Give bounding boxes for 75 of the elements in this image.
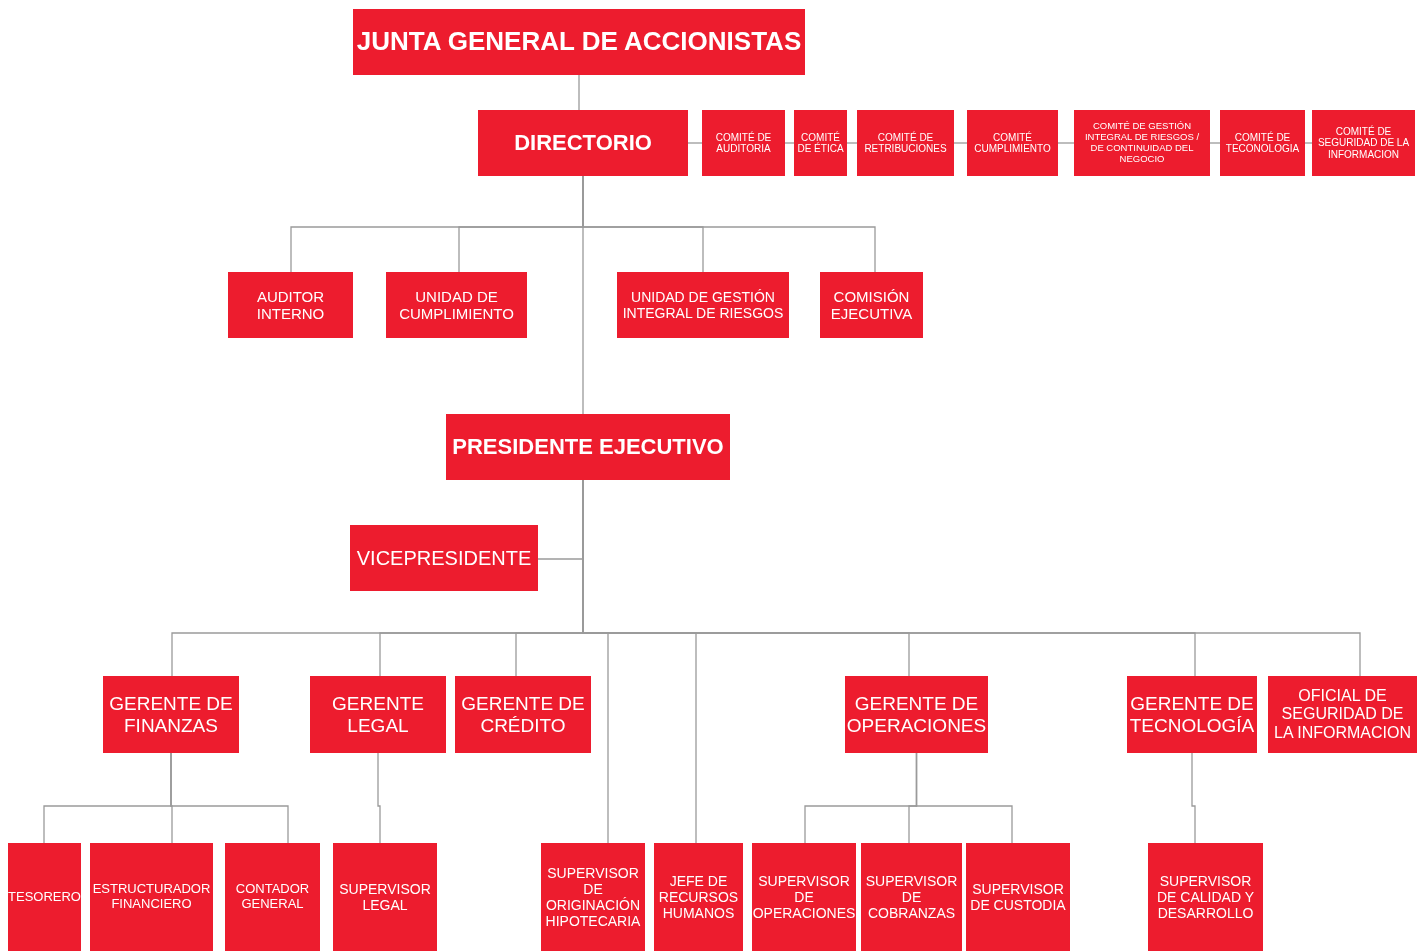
position-title: COMITÉ DE RETRIBUCIONES [863, 131, 948, 155]
org-box [541, 843, 645, 951]
connector-line [784, 142, 795, 144]
position-title: COMITÉ DE SEGURIDAD DE LA INFORMACION [1316, 125, 1411, 161]
position-title: ESTRUCTURADOR FINANCIERO [92, 882, 211, 912]
connector-line [377, 752, 381, 844]
position-title: SUPERVISOR DE OPERACIONES [752, 872, 856, 922]
org-box [228, 272, 353, 338]
connector-line [1304, 142, 1313, 144]
position-title: JUNTA GENERAL DE ACCIONISTAS [356, 27, 802, 57]
org-box [103, 676, 239, 753]
org-box [966, 843, 1070, 951]
position-title: PRESIDENTE EJECUTIVO [452, 434, 724, 460]
position-title: SUPERVISOR DE ORIGINACIÓN HIPOTECARIA [544, 864, 642, 930]
position-title: GERENTE DE FINANZAS [108, 692, 234, 737]
org-box [1220, 110, 1305, 176]
position-title: GERENTE LEGAL [331, 692, 425, 737]
org-box [1127, 676, 1257, 753]
position-title: TESORERO [8, 889, 81, 905]
position-title: COMITÉ DE GESTIÓN INTEGRAL DE RIESGOS / DE CONTINUIDAD DEL NEGOCIO [1083, 121, 1201, 165]
connector-line [687, 142, 703, 144]
position-title: UNIDAD DE GESTIÓN INTEGRAL DE RIESGOS [621, 288, 785, 322]
connector-line [170, 752, 289, 844]
org-box [225, 843, 320, 951]
connector-line [953, 142, 968, 144]
position-title: GERENTE DE CRÉDITO [460, 692, 586, 737]
connector-line [1057, 142, 1075, 144]
position-title: COMISIÓN EJECUTIVA [829, 287, 914, 323]
position-title: SUPERVISOR DE CALIDAD Y DESARROLLO [1156, 872, 1255, 922]
org-box [845, 676, 988, 753]
position-title: SUPERVISOR LEGAL [338, 880, 432, 914]
position-title: COMITÉ DE TECONOLOGIA [1224, 131, 1301, 155]
connector-line [915, 752, 1013, 844]
org-box [90, 843, 213, 951]
position-title: UNIDAD DE CUMPLIMIENTO [398, 287, 515, 323]
org-box [353, 9, 805, 75]
org-box [1074, 110, 1210, 176]
position-title: COMITÉ DE AUDITORIA [714, 131, 773, 155]
org-box [8, 843, 81, 951]
org-box [967, 110, 1058, 176]
connector-line [1191, 752, 1196, 844]
org-box [478, 110, 688, 176]
connector-line [1209, 142, 1221, 144]
org-box [310, 676, 446, 753]
org-box [333, 843, 437, 951]
org-box [654, 843, 743, 951]
position-title: GERENTE DE TECNOLOGÍA [1129, 692, 1255, 737]
position-title: GERENTE DE OPERACIONES [846, 692, 987, 737]
position-title: OFICIAL DE SEGURIDAD DE LA INFORMACION [1273, 686, 1412, 743]
position-title: JEFE DE RECURSOS HUMANOS [657, 872, 740, 922]
org-box [794, 110, 847, 176]
org-box [386, 272, 527, 338]
connector-line [846, 142, 858, 144]
org-box [350, 525, 538, 591]
org-box [857, 110, 954, 176]
org-box [702, 110, 785, 176]
connector-line [582, 175, 584, 415]
org-box [861, 843, 962, 951]
position-title: VICEPRESIDENTE [356, 546, 532, 570]
position-title: SUPERVISOR DE CUSTODIA [969, 880, 1067, 914]
position-title: AUDITOR INTERNO [255, 287, 326, 323]
org-box [1148, 843, 1263, 951]
org-box [455, 676, 591, 753]
position-title: COMITÉ CUMPLIMIENTO [973, 131, 1052, 155]
position-title: COMITÉ DE ÉTICA [797, 131, 844, 155]
org-box [752, 843, 856, 951]
org-box [1268, 676, 1417, 753]
connector-line [578, 74, 580, 111]
org-box [820, 272, 923, 338]
position-title: SUPERVISOR DE COBRANZAS [864, 872, 959, 922]
org-box [1312, 110, 1415, 176]
position-title: DIRECTORIO [514, 130, 652, 156]
org-box [446, 414, 730, 480]
position-title: CONTADOR GENERAL [234, 882, 311, 912]
org-box [617, 272, 789, 338]
